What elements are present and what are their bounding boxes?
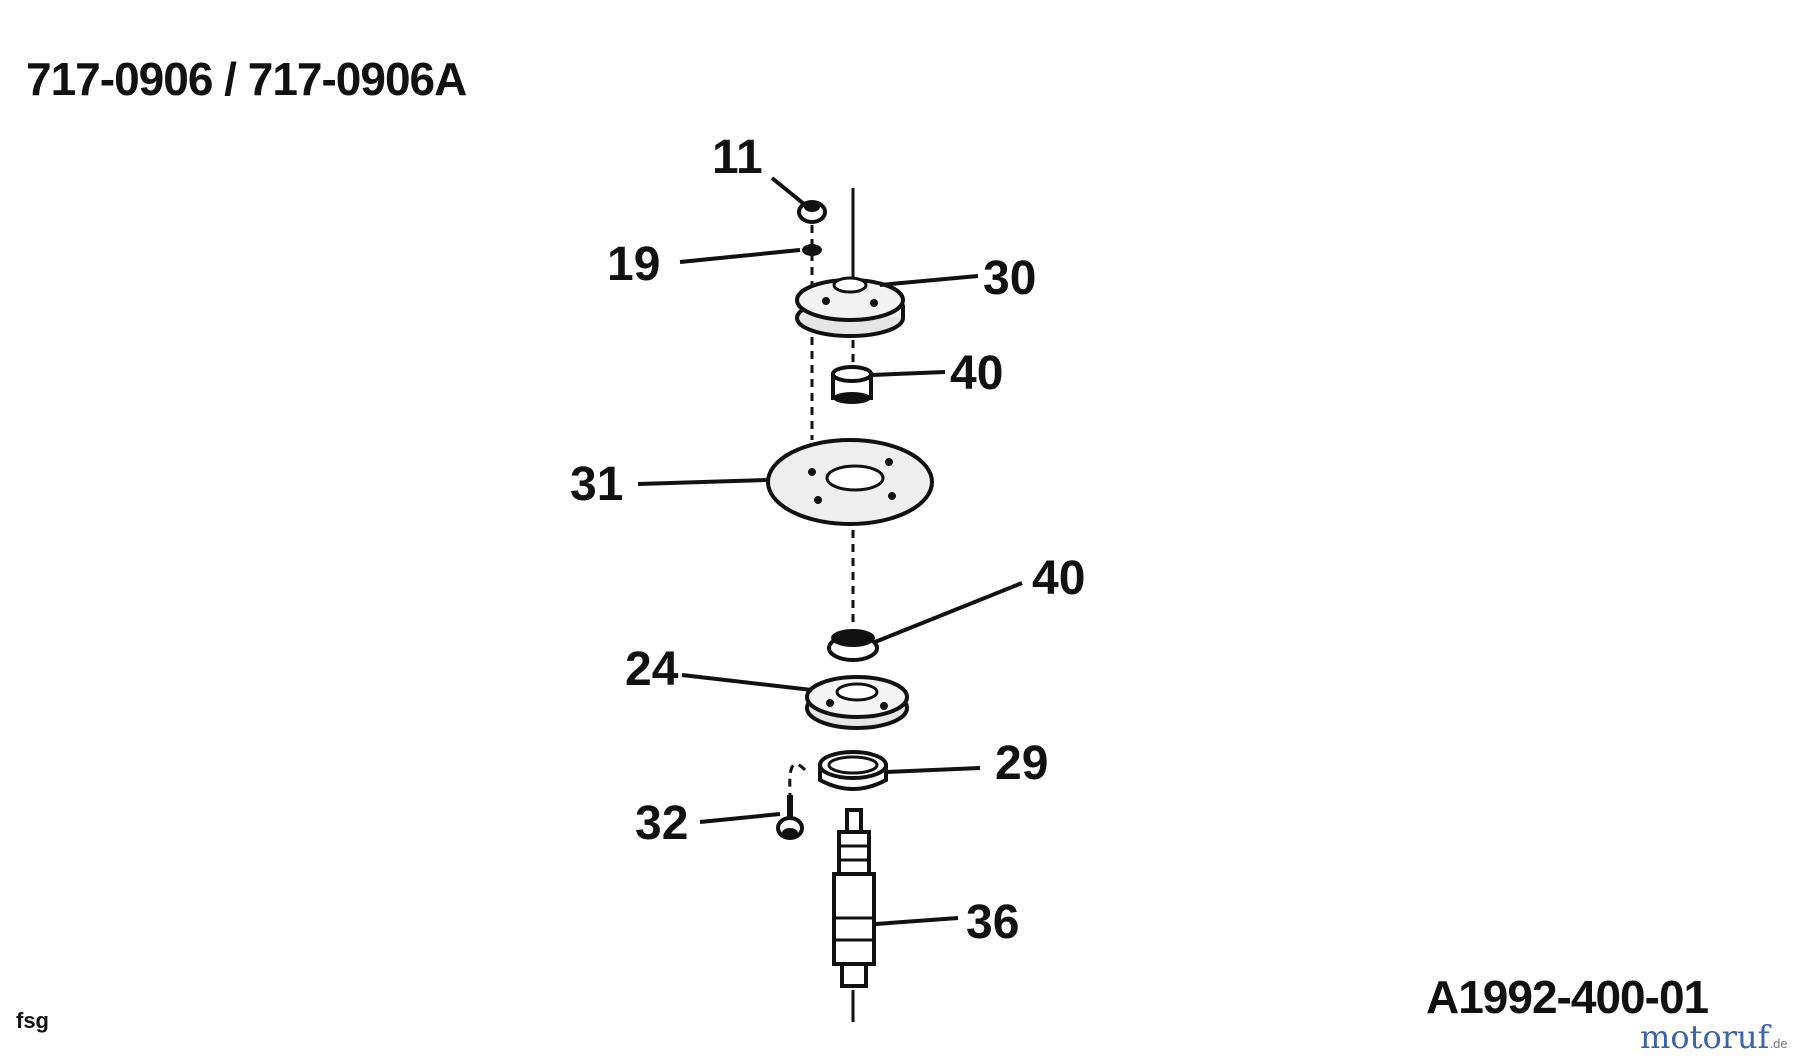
document-number: A1992-400-01 [1426, 971, 1709, 1023]
leader-31 [637, 478, 769, 486]
part-30-spacer [795, 276, 905, 338]
callout-40-upper: 40 [950, 347, 1003, 400]
callout-24: 24 [625, 643, 679, 696]
part-40-bearing-upper [831, 365, 873, 404]
leader-36 [875, 916, 959, 926]
part-11-bolt [797, 200, 827, 224]
part-19-washer [802, 244, 822, 256]
leader-19 [679, 248, 801, 264]
callout-31: 31 [570, 458, 623, 511]
leader-24 [681, 673, 813, 692]
part-29-ring [818, 750, 888, 791]
leader-11 [770, 176, 806, 206]
brand-logo: motoruf.de [1640, 1018, 1788, 1056]
callout-30: 30 [983, 252, 1036, 305]
part-32-screw [776, 795, 804, 840]
part-24-adapter [805, 675, 909, 730]
callout-36: 36 [966, 896, 1019, 949]
screw-axis-dashed [788, 762, 807, 812]
leader-30 [879, 274, 979, 287]
diagram-title: 717-0906 / 717-0906A [26, 53, 467, 105]
callout-29: 29 [995, 737, 1048, 790]
callout-19: 19 [607, 238, 660, 291]
callout-32: 32 [635, 797, 688, 850]
part-40-bearing-lower [827, 629, 879, 662]
leader-40-lower [874, 581, 1023, 644]
leader-40-upper [871, 370, 946, 377]
leader-29 [885, 766, 981, 774]
footer-code: fsg [16, 1008, 49, 1033]
callout-40-lower: 40 [1032, 552, 1085, 605]
part-31-plate [766, 438, 934, 526]
leader-32 [699, 812, 781, 824]
part-36-shaft [832, 808, 876, 988]
callout-11: 11 [712, 131, 763, 184]
brand-suffix: .de [1769, 1036, 1788, 1051]
brand-name: motoruf [1640, 1018, 1770, 1056]
